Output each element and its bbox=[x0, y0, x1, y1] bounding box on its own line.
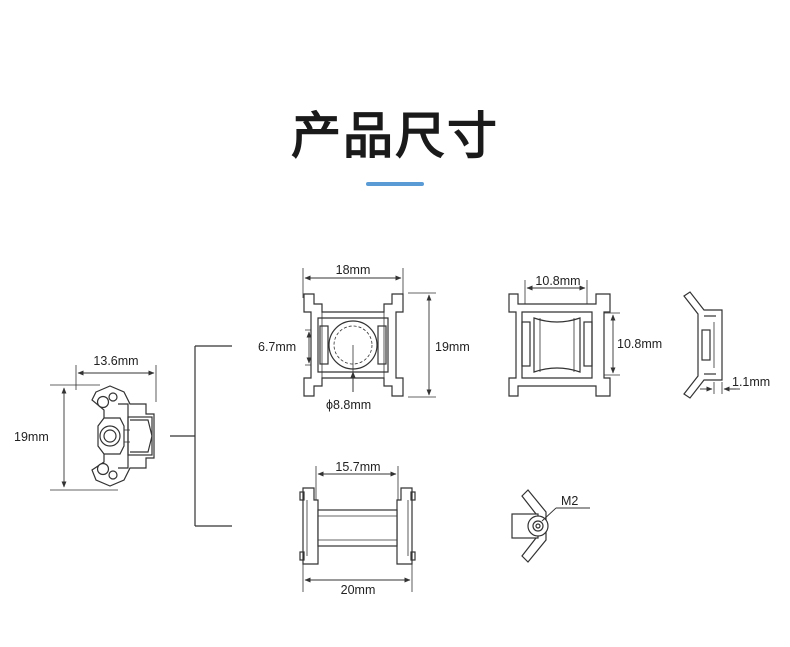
front-inner-label: 6.7mm bbox=[258, 340, 296, 354]
side-view bbox=[50, 365, 157, 491]
front-width-label: 18mm bbox=[336, 263, 371, 277]
title-underline bbox=[366, 182, 424, 186]
page-title: 产品尺寸 bbox=[291, 107, 499, 165]
top-width-label: 20mm bbox=[341, 583, 376, 597]
back-height-label: 10.8mm bbox=[617, 337, 662, 351]
view-connector-bracket bbox=[170, 345, 232, 527]
side-height-label: 19mm bbox=[14, 430, 49, 444]
back-width-label: 10.8mm bbox=[535, 274, 580, 288]
screw-detail bbox=[511, 489, 590, 563]
edge-view bbox=[683, 291, 740, 399]
top-view bbox=[299, 466, 416, 592]
back-view bbox=[508, 280, 620, 397]
front-hole-label: ϕ8.8mm bbox=[326, 398, 371, 412]
screw-label: M2 bbox=[561, 494, 578, 508]
front-height-label: 19mm bbox=[435, 340, 470, 354]
front-view bbox=[302, 268, 436, 398]
side-width-label: 13.6mm bbox=[93, 354, 138, 368]
top-span-label: 15.7mm bbox=[335, 460, 380, 474]
edge-thickness-label: 1.1mm bbox=[732, 375, 770, 389]
